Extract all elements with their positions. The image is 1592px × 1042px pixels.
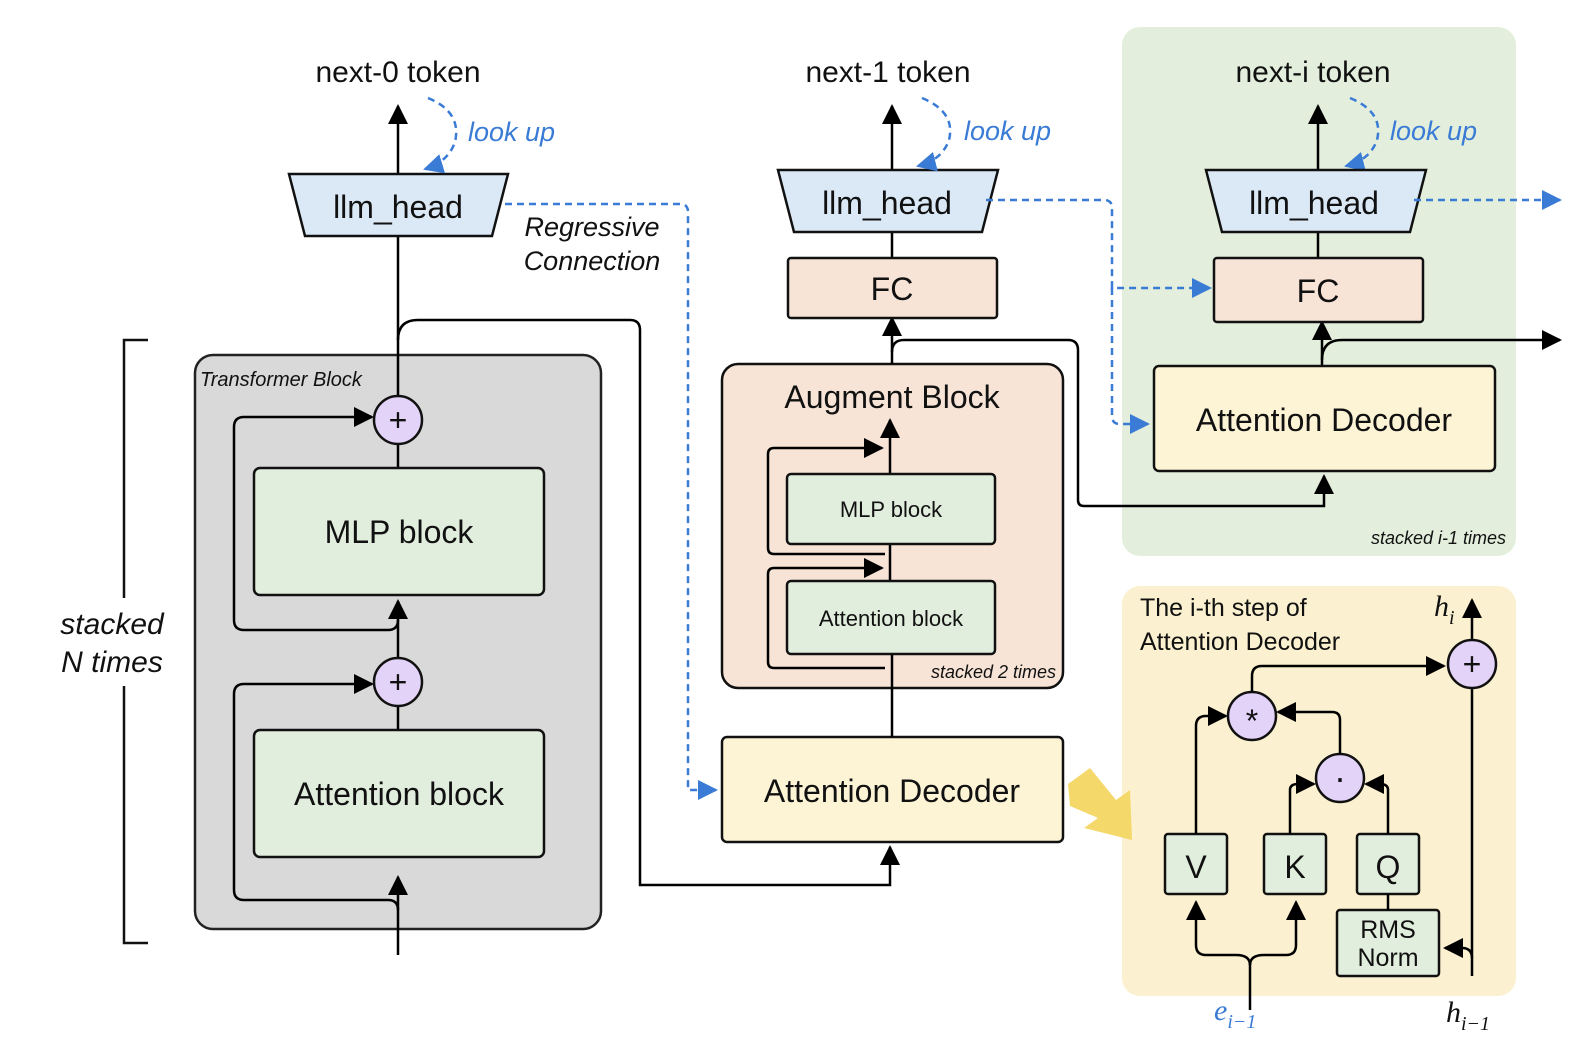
- augment-mlp-label: MLP block: [840, 497, 943, 522]
- attention-decoder-green: [1152, 364, 1497, 473]
- plus-top-label: +: [389, 402, 408, 438]
- augment-title: Augment Block: [784, 379, 1000, 415]
- plus-node-bottom: [372, 656, 424, 708]
- fc-1-label: FC: [871, 271, 914, 307]
- lookup-arrow-0: [423, 96, 458, 174]
- augment-attention-label: Attention block: [819, 606, 964, 631]
- lookup-label-1: look up: [964, 116, 1051, 146]
- mlp-block-main-label: MLP block: [325, 514, 475, 550]
- h-i-label: hi: [1434, 590, 1455, 629]
- regressive-arrow-1: [986, 198, 1212, 298]
- q-label: Q: [1376, 849, 1401, 885]
- rms-label-2: Norm: [1357, 944, 1418, 972]
- lookup-label-2: look up: [1390, 116, 1477, 146]
- plus-detail-label: +: [1463, 646, 1482, 682]
- llm-head-1-label: llm_head: [822, 185, 952, 221]
- e-prev-label: ei−1: [1214, 994, 1256, 1033]
- augment-stacked: stacked 2 times: [931, 662, 1056, 682]
- regressive-line1: Regressive: [524, 212, 659, 242]
- plus-node-detail: [1446, 638, 1498, 690]
- augment-attention-block: [785, 579, 997, 656]
- fc-2-label: FC: [1297, 273, 1340, 309]
- lookup-arrow-2: [1344, 96, 1380, 172]
- fc-1: [786, 256, 999, 320]
- next-0-token: next-0 token: [315, 56, 480, 89]
- dot-label: ·: [1334, 757, 1346, 798]
- transformer-title: Transformer Block: [200, 369, 363, 391]
- k-label: K: [1284, 849, 1305, 885]
- h-prev-label: hi−1: [1446, 996, 1490, 1035]
- v-label: V: [1185, 849, 1207, 885]
- expand-arrow: [1068, 768, 1132, 840]
- fc-2: [1212, 256, 1425, 324]
- green-stacked: stacked i-1 times: [1371, 528, 1506, 548]
- mlp-block-main: [252, 466, 546, 597]
- stacked-n-line1: stacked: [60, 608, 165, 641]
- ith-title-line1: The i-th step of: [1140, 594, 1307, 622]
- attention-decoder-green-label: Attention Decoder: [1196, 402, 1453, 438]
- lookup-label-0: look up: [468, 117, 555, 147]
- llm-head-0-label: llm_head: [333, 189, 463, 225]
- stacked-n-line2: N times: [61, 646, 163, 679]
- plus-bottom-label: +: [389, 664, 408, 700]
- llm-head-2: [1204, 168, 1428, 234]
- attention-decoder-mid-label: Attention Decoder: [764, 773, 1021, 809]
- llm-head-2-label: llm_head: [1249, 185, 1379, 221]
- ith-title-line2: Attention Decoder: [1140, 628, 1340, 656]
- lookup-arrow-1: [916, 96, 952, 172]
- next-1-token: next-1 token: [805, 56, 970, 89]
- rms-label-1: RMS: [1360, 916, 1416, 944]
- llm-head-0: [287, 172, 510, 238]
- attention-block-main-label: Attention block: [294, 776, 505, 812]
- next-i-token: next-i token: [1235, 56, 1390, 89]
- regressive-line2: Connection: [524, 246, 661, 276]
- plus-node-top: [372, 394, 424, 446]
- attention-block-main: [252, 728, 546, 859]
- regressive-arrow-0: [505, 202, 718, 800]
- k-box: [1262, 832, 1328, 896]
- augment-mlp-block: [785, 472, 997, 546]
- mul-label: *: [1246, 703, 1258, 739]
